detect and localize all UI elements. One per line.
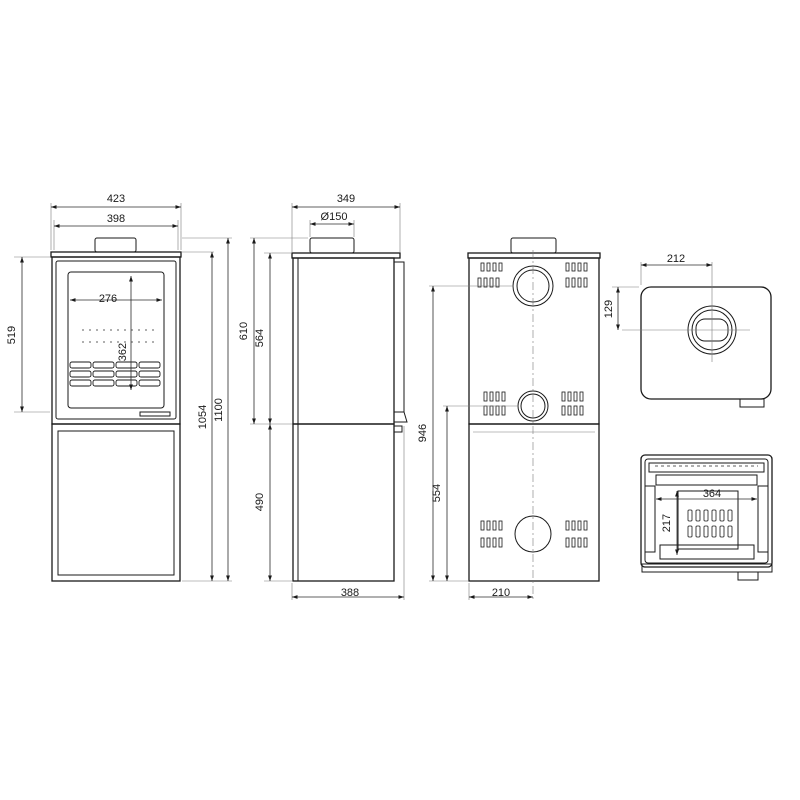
front-view: 423 398 276 362 519 1054 1100 [6,193,232,582]
rear-outlet-bottom [514,515,552,553]
dim-519: 519 [6,326,18,344]
side-door-edge [393,261,405,413]
section-grate-slots [687,509,733,538]
dim-946: 946 [417,424,429,442]
section-view: 364 217 [640,454,773,581]
dim-1100: 1100 [213,398,225,422]
rear-vent-slots [477,262,588,548]
dim-362: 362 [117,343,129,361]
dim-349: 349 [337,193,355,205]
front-upper-body [51,256,181,425]
dim-564: 564 [254,329,266,347]
dim-129: 129 [603,300,615,318]
front-flue-collar [94,237,137,253]
top-outline [640,286,772,400]
rear-flue-collar [510,237,557,254]
dim-210: 210 [492,587,510,599]
dim-364: 364 [703,488,721,500]
side-upper-body [292,257,395,425]
firebox-inner-dots [82,329,158,343]
front-base-panel [57,430,175,576]
side-base [292,423,395,582]
front-door-glass [67,271,165,409]
top-rear-bracket [739,398,765,408]
dim-276: 276 [99,293,117,305]
front-grate-slots [69,361,161,387]
front-door-frame [55,260,177,420]
front-base [51,423,181,582]
section-ash-pan [737,571,759,581]
dim-217: 217 [661,514,673,532]
side-door-hinge [393,411,408,423]
dim-398: 398 [107,213,125,225]
rear-top-plate [467,252,601,259]
dim-423: 423 [107,193,125,205]
section-outline [640,454,773,568]
dim-554: 554 [431,484,443,502]
top-view: 212 129 [603,253,772,408]
dim-610: 610 [238,322,250,340]
dim-490: 490 [254,493,266,511]
side-top-plate [291,252,401,259]
side-view: 349 Ø150 610 564 490 388 [238,193,408,600]
dim-diameter-150: Ø150 [321,211,348,223]
rear-base [468,423,600,582]
rear-view: 946 554 210 [417,237,601,600]
side-flue-collar [309,237,355,254]
dim-1054: 1054 [197,405,209,429]
dim-212: 212 [667,253,685,265]
front-top-plate [50,251,182,258]
dim-388: 388 [341,587,359,599]
door-handle [139,411,171,417]
